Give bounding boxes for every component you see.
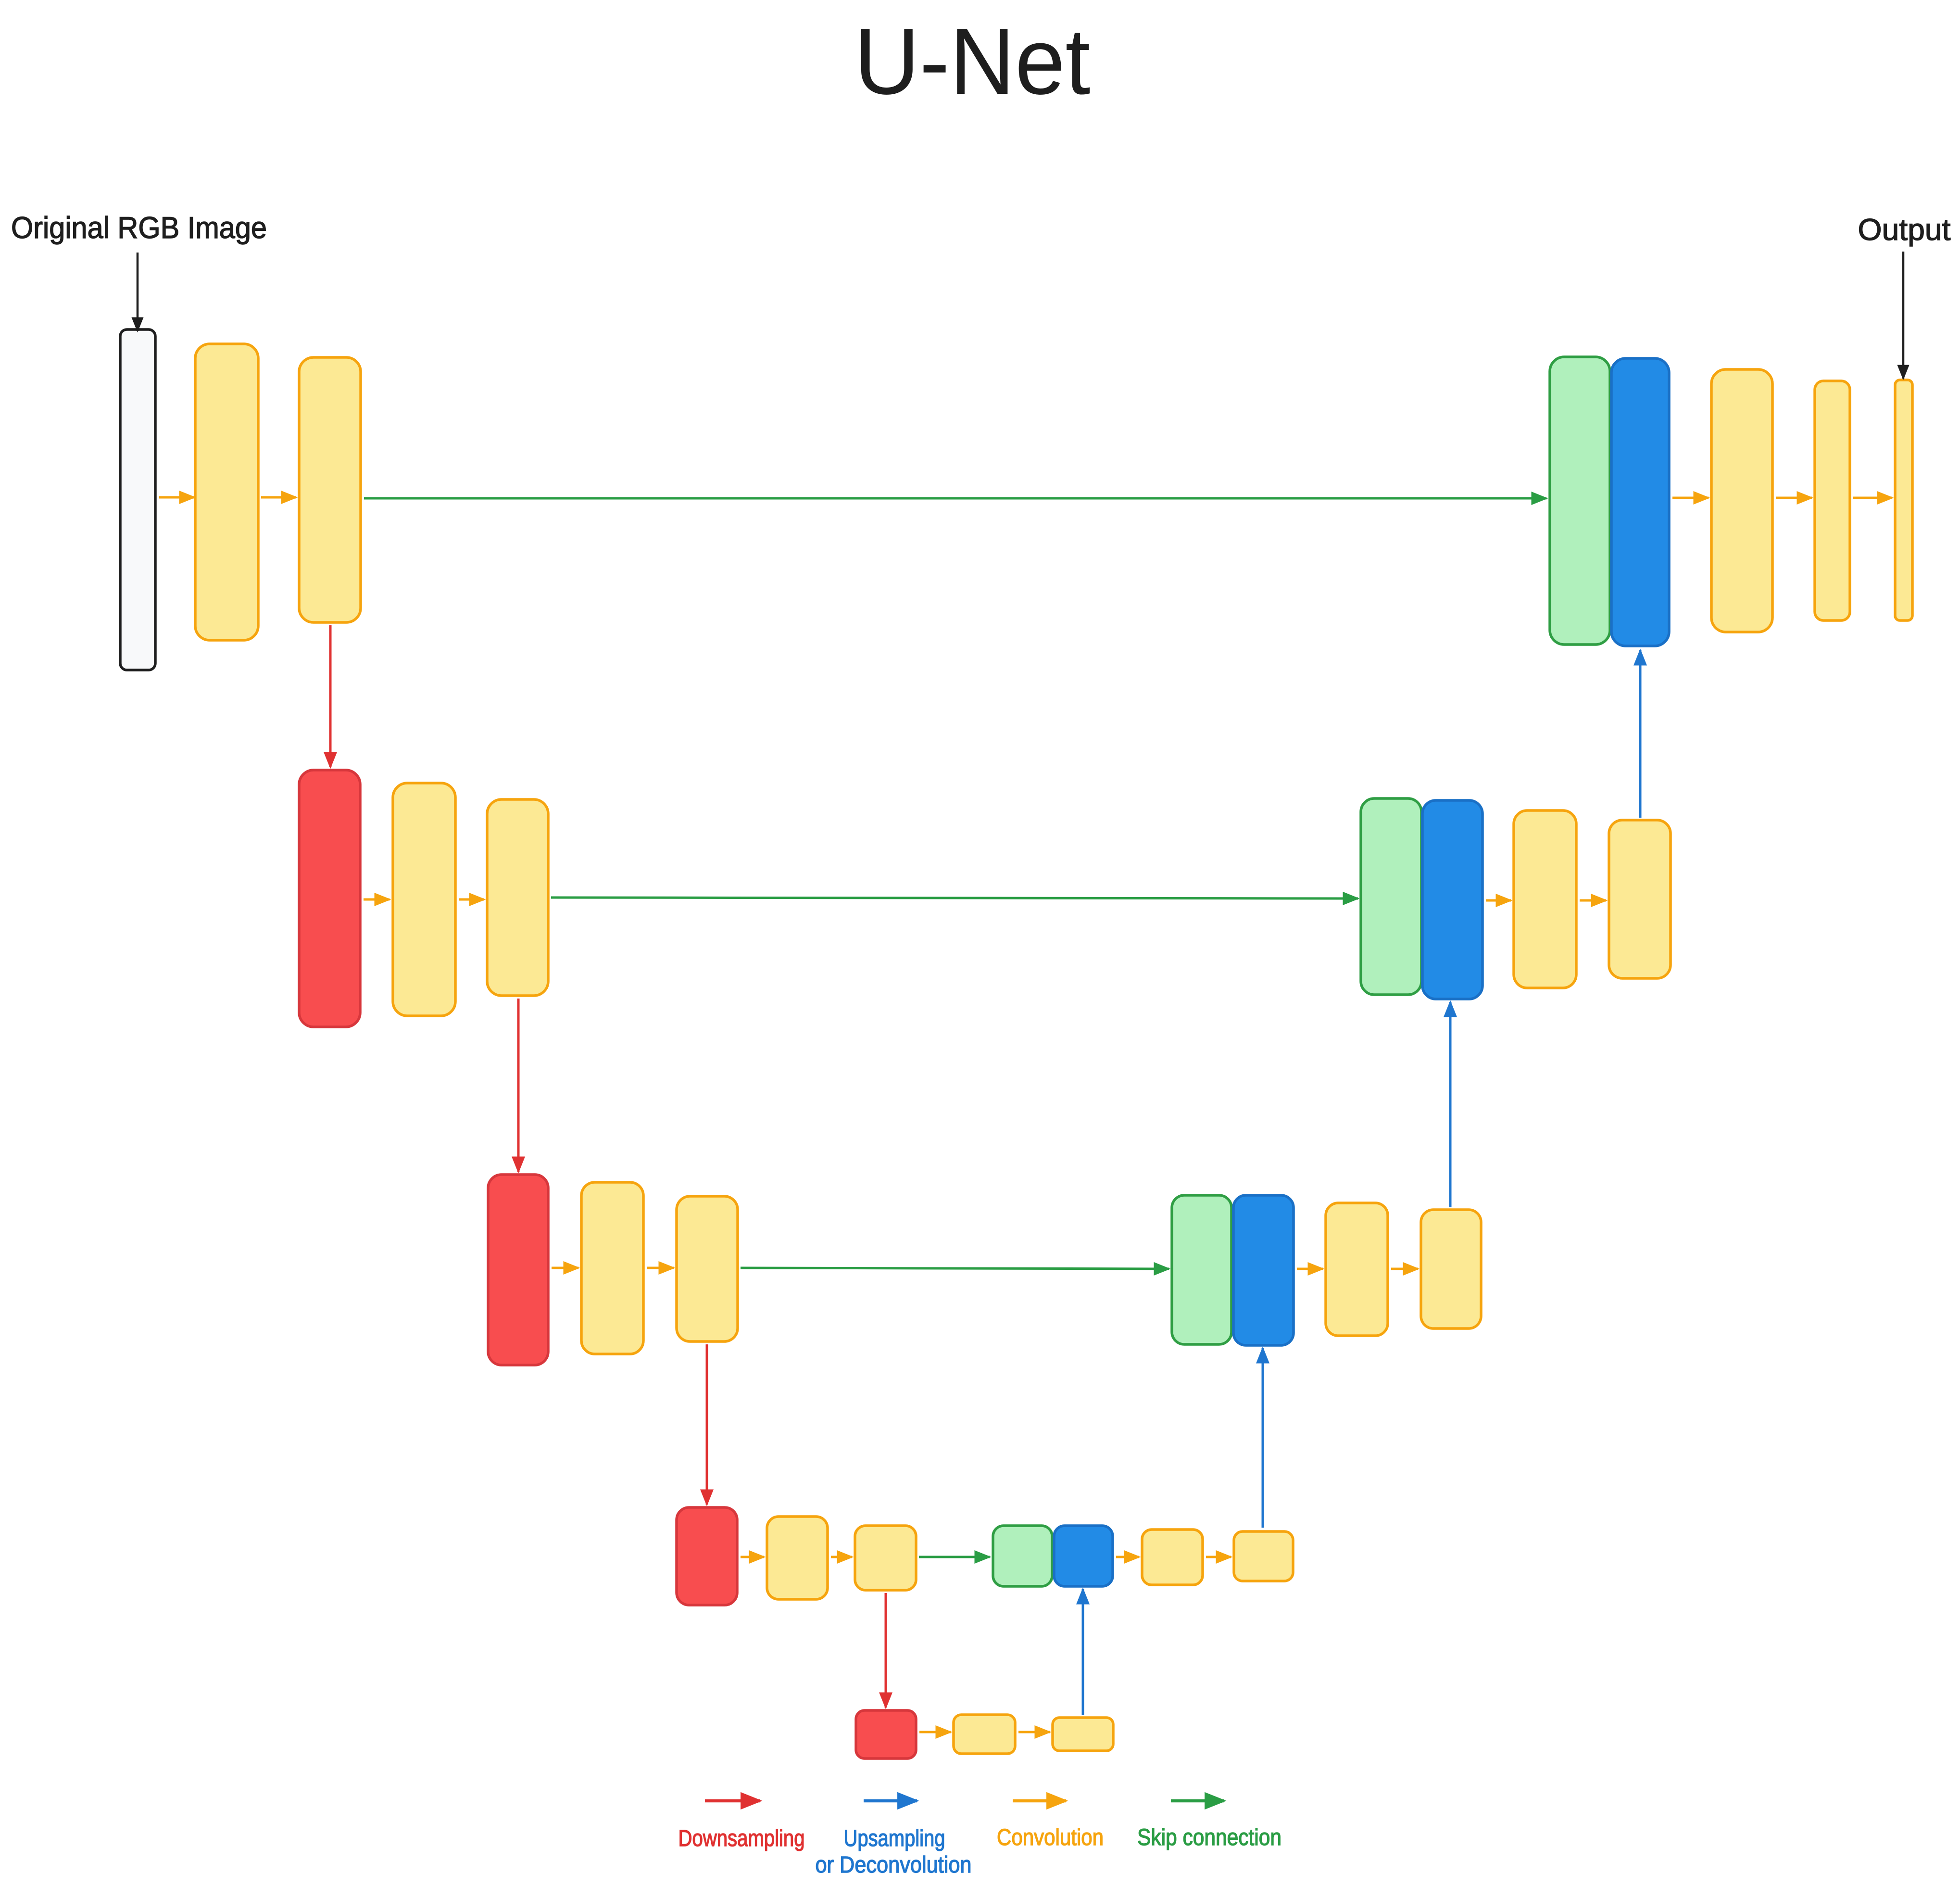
svg-text:Original RGB Image: Original RGB Image <box>11 211 267 245</box>
svg-text:Convolution: Convolution <box>997 1825 1104 1850</box>
svg-text:Upsampling: Upsampling <box>844 1826 945 1851</box>
svg-text:Skip connection: Skip connection <box>1137 1825 1282 1850</box>
svg-text:Output: Output <box>1858 213 1951 247</box>
svg-text:or Deconvolution: or Deconvolution <box>816 1852 972 1878</box>
svg-text:Downsampling: Downsampling <box>678 1826 805 1851</box>
svg-text:U-Net: U-Net <box>854 9 1091 114</box>
